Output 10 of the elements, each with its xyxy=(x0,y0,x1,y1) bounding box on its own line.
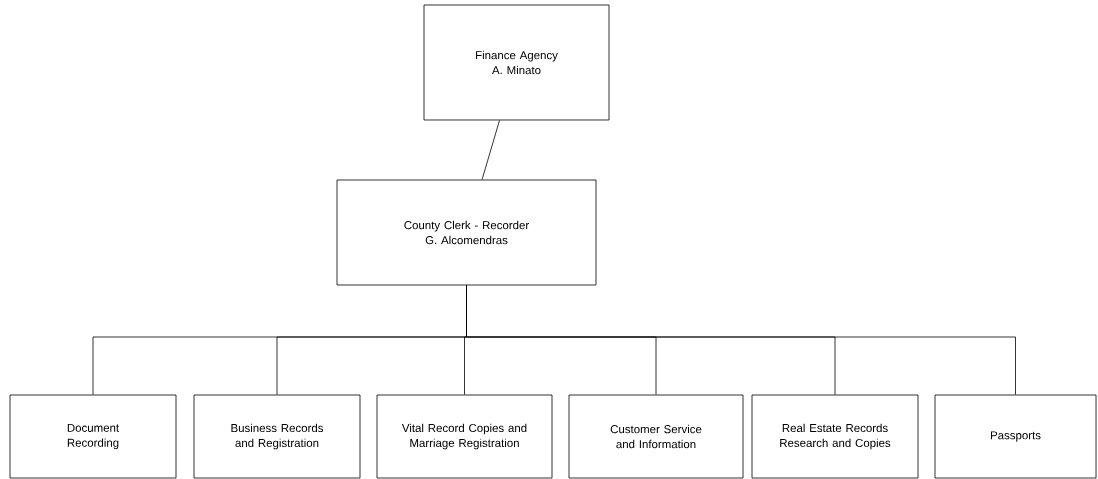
org-box: Finance Agency A. Minato xyxy=(423,4,610,121)
org-box: Real Estate Records Research and Copies xyxy=(751,394,919,479)
connector-line xyxy=(466,285,1016,395)
org-box: County Clerk - Recorder G. Alcomendras xyxy=(336,179,597,286)
org-box: Vital Record Copies and Marriage Registration xyxy=(376,394,553,479)
org-box: Document Recording xyxy=(9,394,177,479)
org-box: Customer Service and Information xyxy=(568,394,744,479)
connector-line xyxy=(481,120,500,180)
org-box: Passports xyxy=(934,394,1097,479)
org-box: Business Records and Registration xyxy=(193,394,361,479)
